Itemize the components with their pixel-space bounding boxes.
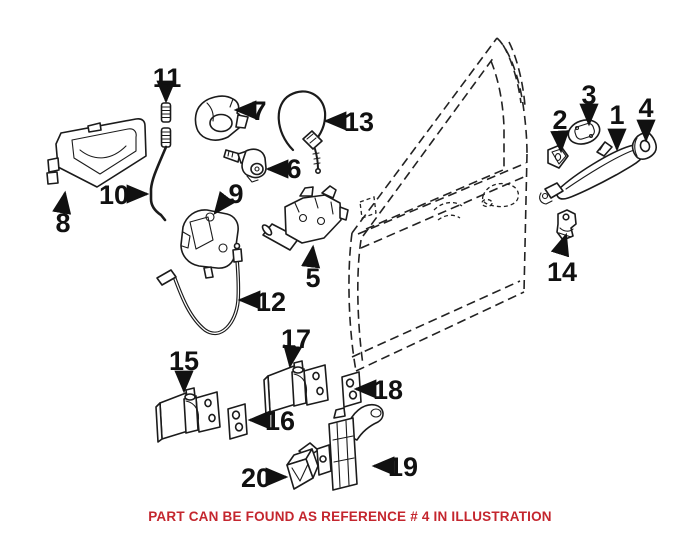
exterior-door-handle [539, 141, 646, 205]
part-label-8: 8 [55, 208, 70, 238]
door-outline [348, 37, 528, 372]
handle-end-cap [631, 132, 657, 160]
lock-rod [149, 145, 168, 222]
part-label-5: 5 [305, 263, 320, 293]
reference-caption: PART CAN BE FOUND AS REFERENCE # 4 IN IL… [148, 509, 552, 524]
part-label-20: 20 [241, 463, 271, 493]
lower-hinge [155, 387, 221, 443]
part-label-4: 4 [638, 93, 653, 123]
release-cable [277, 90, 327, 175]
door-lock-actuator [261, 185, 349, 251]
part-label-2: 2 [552, 105, 567, 135]
lock-cylinder [223, 148, 267, 183]
part-label-3: 3 [581, 80, 596, 110]
part-label-10: 10 [99, 180, 129, 210]
handle-gasket [547, 144, 569, 169]
arrow-14 [550, 232, 570, 258]
door-handle-recess-outline [481, 182, 520, 208]
handle-cover-plate [567, 119, 601, 145]
lock-rod-pins [160, 102, 172, 148]
interior-door-handle [46, 118, 147, 188]
part-label-15: 15 [169, 346, 199, 376]
lock-cylinder-housing [194, 95, 249, 141]
part-label-9: 9 [228, 179, 243, 209]
leader-arrows [52, 80, 656, 487]
arrow-17 [283, 344, 303, 369]
part-label-11: 11 [153, 63, 182, 93]
arrow-8 [52, 190, 72, 215]
part-label-16: 16 [265, 406, 295, 436]
part-labels: 1 2 3 4 5 6 7 8 9 10 11 12 13 14 15 16 1… [55, 63, 653, 493]
door-stop-wedge [286, 442, 319, 490]
part-label-1: 1 [609, 100, 624, 130]
hinge-shim-lower [227, 403, 248, 440]
arrow-2 [550, 130, 570, 154]
part-label-12: 12 [256, 287, 286, 317]
part-label-6: 6 [286, 154, 301, 184]
part-label-18: 18 [373, 375, 403, 405]
part-label-19: 19 [388, 452, 418, 482]
part-label-14: 14 [547, 257, 577, 287]
arrow-5 [301, 244, 321, 269]
bowden-cable [156, 242, 243, 336]
part-label-7: 7 [251, 96, 266, 126]
door-check-strap [316, 403, 384, 491]
part-label-13: 13 [344, 107, 374, 137]
mirror-mount-outline [359, 196, 377, 219]
latch-carrier-plate [180, 209, 239, 279]
part-label-17: 17 [281, 324, 311, 354]
arrow-9 [213, 190, 236, 215]
